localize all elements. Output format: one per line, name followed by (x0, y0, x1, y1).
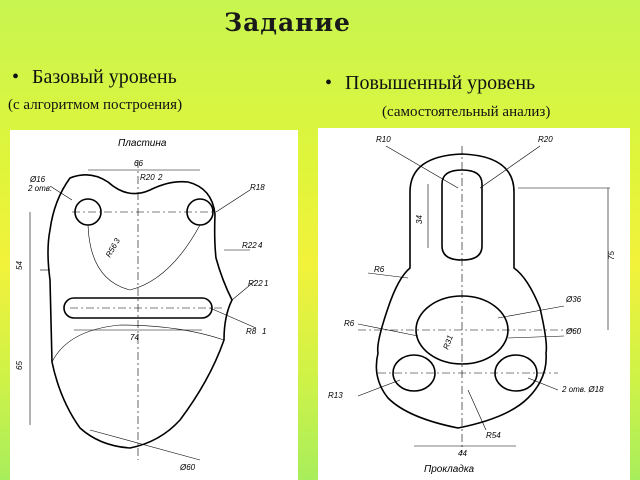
gasket-outline (375, 153, 548, 429)
basic-level-subtitle: (с алгоритмом построения) (8, 97, 183, 113)
dim-label: Ø60 (565, 327, 582, 336)
dim-label: 65 (15, 361, 24, 370)
dim-label: R10 (376, 135, 391, 144)
bullet-dot: • (12, 66, 20, 88)
dim-label: R22 (248, 279, 263, 288)
dim-label: R8 (246, 327, 257, 336)
leader (467, 389, 487, 431)
advanced-level-bullet: • Повышенный уровень (325, 72, 535, 95)
left-hole (392, 354, 436, 392)
dim-label: R6 (344, 319, 355, 328)
dim-label: 1 (264, 279, 268, 288)
leader (357, 379, 401, 397)
dim-label: 75 (607, 251, 616, 260)
leader (89, 429, 201, 461)
plate-drawing: Пластина 66 R20 2 Ø16 2 отв. R18 R56 3 R… (15, 138, 268, 472)
dim-label: R22 (242, 241, 257, 250)
page-title: Задание (224, 8, 351, 37)
gasket-drawing-panel: R10 R20 34 75 R6 Ø36 Ø60 R6 R31 R13 2 от… (318, 128, 630, 480)
dim-label: R20 (140, 173, 155, 182)
leader (49, 185, 73, 201)
dim-label: 2 отв. (27, 184, 52, 193)
dim-label: 3 (112, 236, 122, 245)
dim-label: 1 (262, 327, 266, 336)
dim-label: R31 (441, 334, 454, 351)
plate-outline (47, 174, 233, 449)
basic-level-bullet: • Базовый уровень (12, 66, 177, 89)
leader (209, 307, 257, 329)
leader (527, 377, 559, 391)
leader (385, 145, 459, 189)
dim-label: 74 (130, 333, 139, 342)
advanced-level-label: Повышенный уровень (345, 72, 536, 94)
dim-label: 44 (458, 449, 467, 458)
dim-label: R20 (538, 135, 553, 144)
dim-label: 2 отв. Ø18 (561, 385, 604, 394)
advanced-level-subtitle: (самостоятельный анализ) (382, 104, 551, 120)
construction-arc (51, 324, 225, 363)
slot (63, 297, 213, 319)
dim-label: R54 (486, 431, 501, 440)
plate-drawing-panel: Пластина 66 R20 2 Ø16 2 отв. R18 R56 3 R… (10, 130, 298, 480)
dim-label: 4 (258, 241, 263, 250)
dim-label: 34 (415, 215, 424, 224)
leader (215, 189, 251, 213)
dim-label: R6 (374, 265, 385, 274)
bullet-dot: • (325, 72, 333, 94)
dim-label: 54 (15, 261, 24, 270)
gasket-caption: Прокладка (424, 464, 475, 475)
leader (497, 305, 565, 319)
dim-label: R13 (328, 391, 343, 400)
dim-label: Ø36 (565, 295, 582, 304)
dim-label: Ø16 (29, 175, 46, 184)
construction-arc-2 (87, 224, 201, 291)
dim-label: 2 (157, 173, 163, 182)
leader (367, 272, 409, 279)
dim-label: Ø60 (179, 463, 196, 472)
leader (231, 279, 257, 301)
gasket-drawing: R10 R20 34 75 R6 Ø36 Ø60 R6 R31 R13 2 от… (328, 135, 616, 475)
plate-caption: Пластина (118, 138, 167, 149)
leader (479, 145, 541, 189)
dim-label: R18 (250, 183, 265, 192)
leader (507, 335, 565, 339)
leader (357, 323, 419, 337)
dim-label: 66 (134, 159, 143, 168)
top-slot (441, 169, 483, 261)
basic-level-label: Базовый уровень (32, 66, 177, 88)
